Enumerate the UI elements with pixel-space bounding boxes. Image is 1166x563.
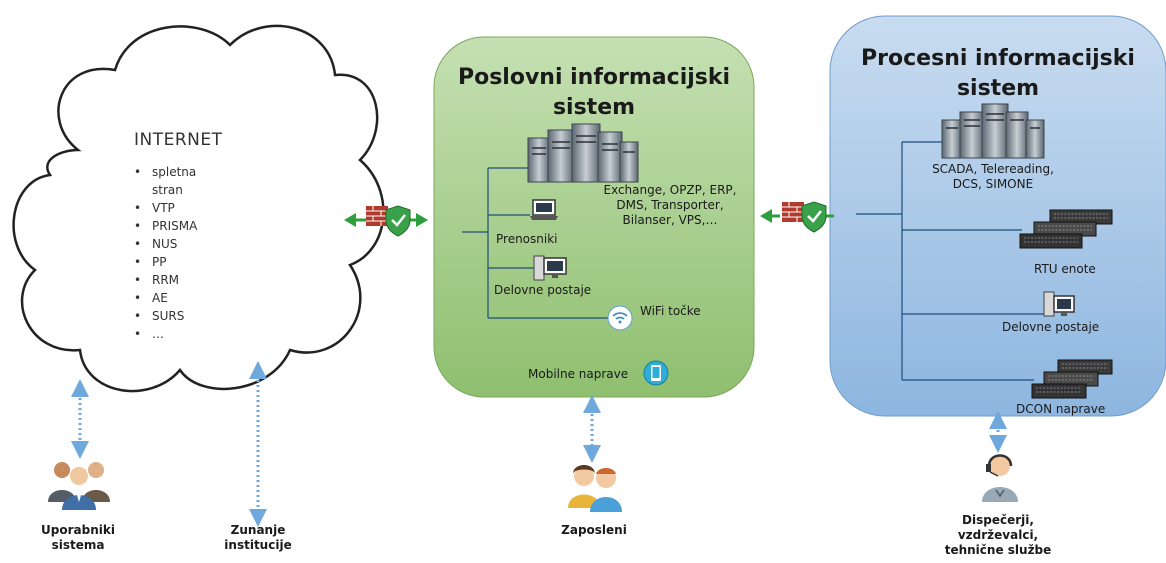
business-system-title: Poslovni informacijski sistem	[434, 63, 754, 123]
users-label: Uporabniki sistema	[41, 523, 115, 552]
institutions-label: Zunanje institucije	[224, 523, 292, 552]
employees-label: Zaposleni	[561, 523, 627, 537]
dispatcher-headset-icon	[982, 454, 1018, 502]
business-title-line2: sistem	[552, 95, 636, 120]
process-title-line1: Procesni informacijski	[861, 46, 1135, 71]
mobile-devices-label: Mobilne naprave	[528, 367, 629, 381]
internet-services-list: spletna stran VTP PRISMA NUS PP RRM AE S…	[130, 163, 230, 343]
firewall-link-right	[760, 209, 834, 223]
list-item: PRISMA	[130, 217, 230, 235]
business-server-label: Exchange, OPZP, ERP, DMS, Transporter, B…	[603, 183, 737, 227]
dcon-label: DCON naprave	[1016, 402, 1106, 416]
business-title-line1: Poslovni informacijski	[457, 65, 731, 90]
firewall-icon	[366, 205, 411, 237]
business-workstations-label: Delovne postaje	[494, 283, 592, 297]
process-server-label: SCADA, Telereading, DCS, SIMONE	[932, 162, 1054, 191]
server-cluster-icon	[527, 123, 639, 183]
server-cluster-icon	[941, 103, 1045, 159]
list-item: RRM	[130, 271, 230, 289]
wifi-label: WiFi točke	[640, 304, 701, 318]
process-system-title: Procesni informacijski sistem	[840, 44, 1156, 104]
laptop-icon	[530, 199, 558, 220]
mobile-icon	[643, 360, 669, 386]
list-item: NUS	[130, 235, 230, 253]
firewall-icon	[782, 201, 827, 233]
dcon-rack-icon	[1031, 359, 1113, 399]
list-item: …	[130, 325, 230, 343]
process-tree-lines	[856, 141, 1044, 381]
list-item: VTP	[130, 199, 230, 217]
wifi-icon	[607, 305, 633, 331]
laptops-label: Prenosniki	[496, 232, 558, 246]
users-group-icon	[48, 462, 110, 510]
workstation-icon	[533, 255, 567, 281]
list-item: SURS	[130, 307, 230, 325]
list-item: AE	[130, 289, 230, 307]
process-workstations-label: Delovne postaje	[1002, 320, 1100, 334]
internet-title: INTERNET	[134, 130, 223, 150]
rtu-rack-icon	[1019, 209, 1113, 249]
list-item: PP	[130, 253, 230, 271]
dispatchers-label: Dispečerji, vzdrževalci, tehnične službe	[944, 513, 1052, 557]
process-title-line2: sistem	[956, 76, 1040, 101]
workstation-icon	[1043, 291, 1075, 317]
list-item: spletna stran	[130, 163, 224, 199]
rtu-label: RTU enote	[1034, 262, 1096, 276]
employees-icon	[568, 465, 622, 512]
